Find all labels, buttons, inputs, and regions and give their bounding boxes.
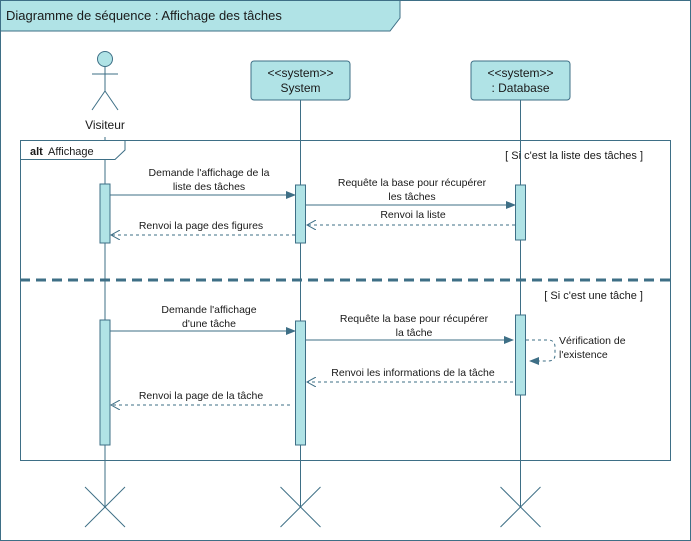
alt-fragment — [20, 140, 671, 461]
message-9-label: Renvoi la page de la tâche — [139, 390, 263, 402]
message-2-label-line2: les tâches — [388, 191, 435, 203]
message-5-label-line2: d'une tâche — [182, 318, 236, 330]
activation-system-2 — [295, 320, 306, 446]
activation-database-2 — [515, 314, 526, 396]
actor-name: Visiteur — [85, 118, 125, 132]
activation-system-1 — [295, 184, 306, 244]
activation-visiteur-1 — [99, 183, 111, 244]
message-5-label-line1: Demande l'affichage — [161, 304, 256, 316]
message-1-label-line2: liste des tâches — [173, 181, 245, 193]
message-7-label-line1: Vérification de — [559, 335, 626, 347]
message-7-label-line2: l'existence — [559, 349, 608, 361]
actor-head — [97, 51, 113, 67]
message-6-label-line1: Requête la base pour récupérer — [340, 313, 489, 325]
database-stereotype: <<system>> — [487, 66, 553, 80]
message-4-label: Renvoi la page des figures — [139, 220, 263, 232]
destroy-system-icon — [280, 486, 321, 528]
destroy-database-icon — [500, 486, 541, 528]
message-2-label-line1: Requête la base pour récupérer — [338, 177, 487, 189]
destroy-visiteur-icon — [84, 486, 126, 528]
alt-keyword: alt — [30, 146, 43, 158]
system-name: System — [280, 81, 320, 95]
alt-name: Affichage — [48, 146, 94, 158]
message-6-label-line2: la tâche — [396, 327, 433, 339]
activation-visiteur-2 — [99, 319, 111, 446]
system-stereotype: <<system>> — [267, 66, 333, 80]
alt-fragment-tab — [20, 140, 126, 160]
guard-1: [ Si c'est la liste des tâches ] — [505, 150, 643, 162]
activation-database-1 — [515, 184, 526, 241]
diagram-title: Diagramme de séquence : Affichage des tâ… — [6, 8, 282, 23]
message-7-arrow — [526, 339, 556, 365]
actor-visiteur — [91, 51, 119, 111]
message-1-label-line1: Demande l'affichage de la — [149, 167, 270, 179]
guard-2: [ Si c'est une tâche ] — [544, 290, 643, 302]
message-8-label: Renvoi les informations de la tâche — [331, 367, 495, 379]
database-name: : Database — [491, 81, 549, 95]
diagram-title-tab — [0, 0, 401, 32]
message-3-label: Renvoi la liste — [380, 209, 446, 221]
